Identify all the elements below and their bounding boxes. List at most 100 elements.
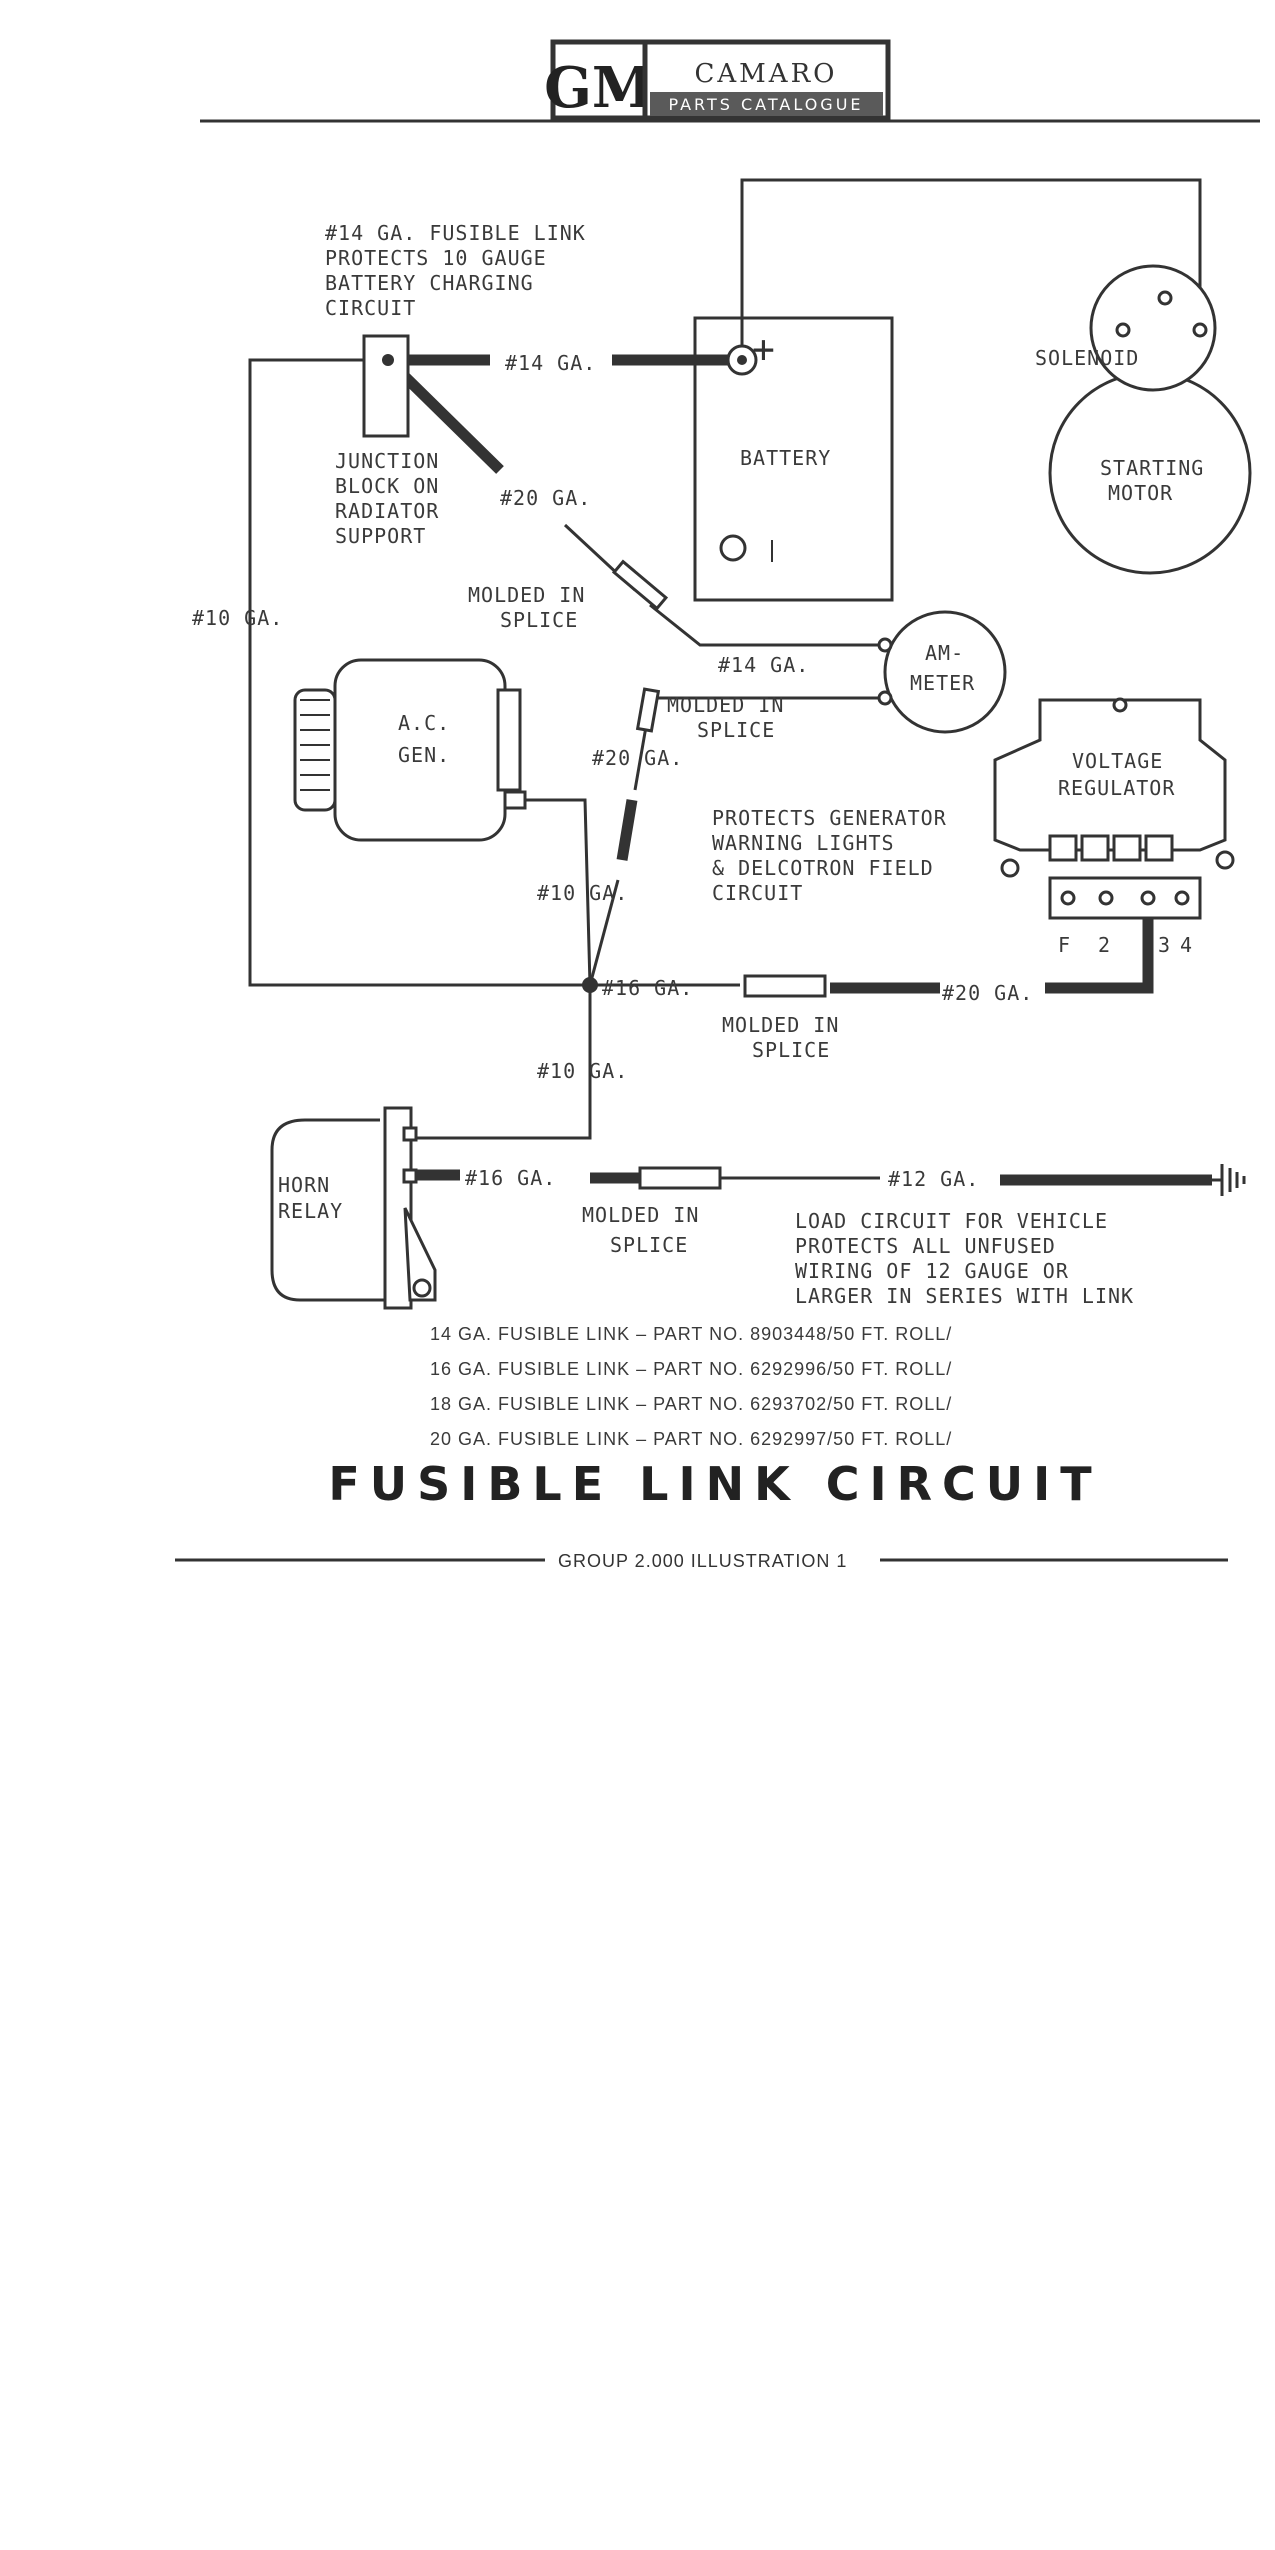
- terminal-f: F: [1058, 933, 1071, 957]
- wire-10ga-left-loop: [248, 358, 590, 987]
- battery-label: BATTERY: [740, 446, 831, 470]
- protects-note: PROTECTS GENERATOR WARNING LIGHTS & DELC…: [712, 806, 947, 905]
- horn-relay: [270, 1106, 437, 1310]
- ammeter-label-1: AM-: [925, 641, 964, 665]
- molded-splice-3-label-2: SPLICE: [752, 1038, 830, 1062]
- battery: [693, 316, 894, 602]
- fusible-20ga-b: [616, 799, 638, 861]
- protects-line-2: WARNING LIGHTS: [712, 831, 895, 855]
- header-catalogue: PARTS CATALOGUE: [668, 95, 863, 114]
- footer-caption: GROUP 2.000 ILLUSTRATION 1: [558, 1551, 847, 1571]
- parts-list-item: 18 GA. FUSIBLE LINK – PART NO. 6293702/5…: [430, 1394, 952, 1414]
- battery-negative-terminal: [719, 534, 747, 562]
- center-splice-node: [582, 977, 598, 993]
- wire-generator-to-node: [520, 798, 592, 986]
- ga10-mid-label: #10 GA.: [537, 881, 628, 905]
- battery-to-solenoid-wire: [740, 178, 1202, 360]
- ga14-mid-label: #14 GA.: [718, 653, 809, 677]
- wire-10ga-mid: [588, 879, 620, 986]
- load-line-3: WIRING OF 12 GAUGE OR: [795, 1259, 1069, 1283]
- junction-block-label: JUNCTION BLOCK ON RADIATOR SUPPORT: [335, 449, 439, 548]
- solenoid-terminal-b: [1157, 290, 1173, 306]
- fusible-note-line-3: BATTERY CHARGING: [325, 271, 534, 295]
- ga12-label: #12 GA.: [888, 1167, 979, 1191]
- junction-node: [382, 354, 394, 366]
- regulator-screw-top: [1112, 697, 1128, 713]
- ga10-left-label: #10 GA.: [192, 606, 283, 630]
- horn-relay-label-2: RELAY: [278, 1199, 343, 1223]
- molded-splice-4-icon: [638, 1166, 722, 1190]
- ammeter-terminal-top: [877, 637, 893, 653]
- ga20-a-label: #20 GA.: [500, 486, 591, 510]
- starting-motor-label-1: STARTING: [1100, 456, 1204, 480]
- ground-icon: [1212, 1164, 1246, 1196]
- starting-motor-label-2: MOTOR: [1108, 481, 1173, 505]
- molded-splice-3-icon: [743, 974, 827, 998]
- voltage-regulator: [993, 697, 1235, 920]
- solenoid: [1089, 264, 1217, 392]
- junction-line-2: BLOCK ON: [335, 474, 439, 498]
- molded-splice-4-label-1: MOLDED IN: [582, 1203, 699, 1227]
- protects-line-3: & DELCOTRON FIELD: [712, 856, 934, 880]
- terminal-3: 3: [1158, 933, 1171, 957]
- ga10-low-label: #10 GA.: [537, 1059, 628, 1083]
- parts-list: 14 GA. FUSIBLE LINK – PART NO. 8903448/5…: [430, 1324, 952, 1449]
- fusible-note-line-1: #14 GA. FUSIBLE LINK: [325, 221, 586, 245]
- molded-splice-2-label-2: SPLICE: [697, 718, 775, 742]
- molded-splice-1-label-2: SPLICE: [500, 608, 578, 632]
- battery-plus-label: +: [752, 327, 775, 371]
- ga14-top-label: #14 GA.: [505, 351, 596, 375]
- ammeter-terminal-bottom: [877, 690, 893, 706]
- fusible-note-line-4: CIRCUIT: [325, 296, 416, 320]
- horn-relay-label-1: HORN: [278, 1173, 330, 1197]
- load-line-2: PROTECTS ALL UNFUSED: [795, 1234, 1056, 1258]
- ac-gen-label-1: A.C.: [398, 711, 450, 735]
- junction-line-1: JUNCTION: [335, 449, 439, 473]
- parts-list-item: 20 GA. FUSIBLE LINK – PART NO. 6292997/5…: [430, 1429, 952, 1449]
- protects-line-1: PROTECTS GENERATOR: [712, 806, 947, 830]
- ac-gen-label-2: GEN.: [398, 743, 450, 767]
- protects-line-4: CIRCUIT: [712, 881, 803, 905]
- fusible-note-line-2: PROTECTS 10 GAUGE: [325, 246, 547, 270]
- ga16-mid-label: #16 GA.: [602, 976, 693, 1000]
- gm-logo: GM: [544, 55, 654, 121]
- parts-list-item: 16 GA. FUSIBLE LINK – PART NO. 6292996/5…: [430, 1359, 952, 1379]
- junction-block: [362, 334, 410, 438]
- molded-splice-2-icon: [635, 687, 661, 733]
- regulator-screw-left: [1000, 858, 1020, 878]
- solenoid-label: SOLENOID: [1035, 346, 1139, 370]
- molded-splice-1-icon: [611, 559, 669, 611]
- molded-splice-2-label-1: MOLDED IN: [667, 693, 784, 717]
- footer: GROUP 2.000 ILLUSTRATION 1: [175, 1551, 1228, 1571]
- voltage-regulator-label-2: REGULATOR: [1058, 776, 1175, 800]
- molded-splice-3-label-1: MOLDED IN: [722, 1013, 839, 1037]
- parts-list-item: 14 GA. FUSIBLE LINK – PART NO. 8903448/5…: [430, 1324, 952, 1344]
- header-model: CAMARO: [695, 59, 838, 89]
- diagram-title: FUSIBLE LINK CIRCUIT: [328, 1457, 1101, 1511]
- ammeter-label-2: METER: [910, 671, 975, 695]
- junction-line-4: SUPPORT: [335, 524, 426, 548]
- terminal-2: 2: [1098, 933, 1111, 957]
- solenoid-terminal-a: [1115, 322, 1131, 338]
- header: GM CAMARO PARTS CATALOGUE: [200, 39, 1260, 123]
- molded-splice-1-label-1: MOLDED IN: [468, 583, 585, 607]
- ga20-b-label: #20 GA.: [592, 746, 683, 770]
- load-line-4: LARGER IN SERIES WITH LINK: [795, 1284, 1134, 1308]
- wire-splice-to-ammeter: [649, 603, 885, 647]
- terminal-4: 4: [1180, 933, 1193, 957]
- ga20-c-label: #20 GA.: [942, 981, 1033, 1005]
- ac-generator: [293, 658, 527, 842]
- catalogue-strip: [650, 92, 883, 116]
- wire-10ga-to-horn-relay: [408, 985, 592, 1140]
- solenoid-terminal-c: [1192, 322, 1208, 338]
- fusible-link-note: #14 GA. FUSIBLE LINK PROTECTS 10 GAUGE B…: [325, 221, 586, 320]
- load-line-1: LOAD CIRCUIT FOR VEHICLE: [795, 1209, 1108, 1233]
- molded-splice-4-label-2: SPLICE: [610, 1233, 688, 1257]
- regulator-screw-right: [1215, 850, 1235, 870]
- junction-line-3: RADIATOR: [335, 499, 439, 523]
- load-circuit-note: LOAD CIRCUIT FOR VEHICLE PROTECTS ALL UN…: [795, 1209, 1134, 1308]
- ga16-low-label: #16 GA.: [465, 1166, 556, 1190]
- voltage-regulator-label-1: VOLTAGE: [1072, 749, 1163, 773]
- gm-logo-box: [550, 39, 648, 121]
